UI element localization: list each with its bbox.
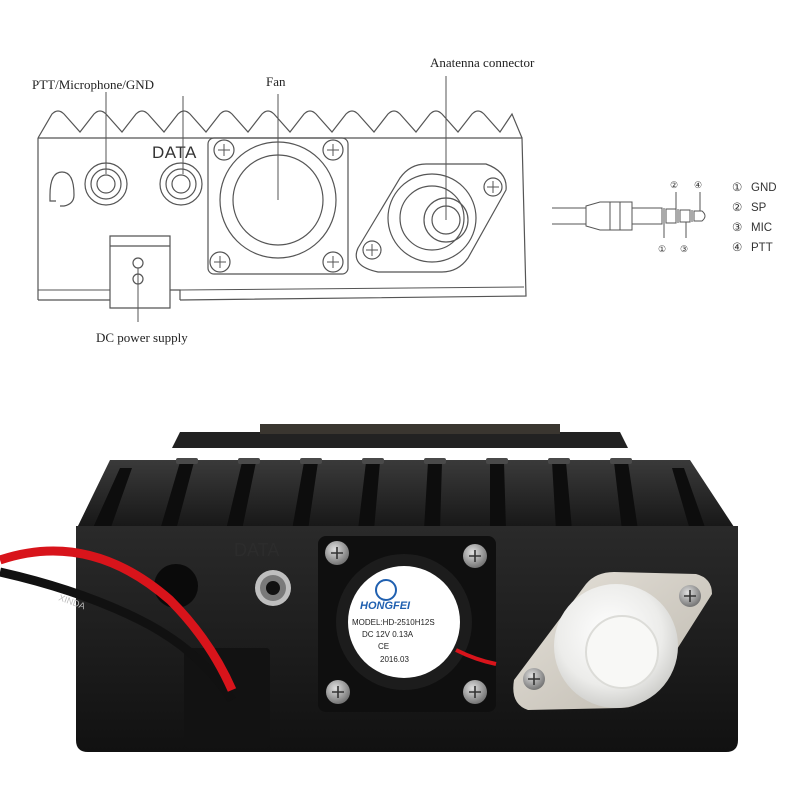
dc-power-drawing: [109, 235, 181, 309]
plug-ring2: [665, 208, 677, 224]
radio-top-rim: [172, 432, 628, 448]
fan-photo: HONGFEI MODEL:HD-2510H12S DC 12V 0.13A C…: [318, 536, 497, 712]
fan-ce-mark: CE: [378, 642, 389, 651]
heatsink-fins: [92, 462, 706, 530]
fan-screws-photo: [325, 541, 487, 704]
fan-brand: HONGFEI: [360, 600, 411, 612]
svg-text:MIC: MIC: [751, 222, 772, 234]
pinout-row: ③ MIC: [732, 222, 772, 234]
trrs-plug-drawing: ② ④ ① ③: [552, 180, 706, 254]
svg-text:④: ④: [732, 242, 742, 254]
pinout-legend: ① GND ② SP ③ MIC ④ PTT: [732, 182, 777, 254]
data-jack: [159, 162, 203, 206]
antenna-connector-label: Anatenna connector: [430, 55, 535, 70]
fan-label: Fan: [266, 74, 286, 89]
radio-photo: DATA HONGFEI MODEL:HD-2510H12S DC 12V 0.…: [0, 424, 738, 752]
red-cable: [0, 546, 237, 692]
data-emboss: DATA: [234, 540, 279, 560]
plug-cable: [552, 207, 586, 225]
headset-icon: [49, 171, 75, 207]
svg-text:②: ②: [732, 202, 742, 214]
fan-date: 2016.03: [380, 655, 409, 664]
plug-sleeve: [631, 207, 663, 225]
plug-tip: [693, 210, 706, 222]
pinout-row: ④ PTT: [732, 242, 773, 254]
pinout-row: ① GND: [732, 182, 777, 194]
svg-text:GND: GND: [751, 182, 777, 194]
data-port-label: DATA: [152, 143, 197, 162]
antenna-connector-photo: [513, 572, 712, 710]
svg-text:③: ③: [732, 222, 742, 234]
plug-callout-1: ①: [658, 244, 666, 254]
fan-screws: [209, 139, 344, 273]
chassis-lower-edge-2: [179, 286, 525, 291]
fan-drawing: [207, 137, 349, 275]
black-cable: [0, 567, 236, 703]
svg-text:SP: SP: [751, 202, 767, 214]
chassis-outline: [38, 137, 527, 301]
svg-text:①: ①: [732, 182, 742, 194]
fan-rating: DC 12V 0.13A: [362, 630, 414, 639]
antenna-connector-drawing: [355, 163, 507, 273]
plug-ring1: [679, 209, 691, 223]
heatsink-outline: [37, 110, 523, 139]
ptt-microphone-gnd-label: PTT/Microphone/GND: [32, 77, 154, 92]
svg-text:PTT: PTT: [751, 242, 773, 254]
fan-wire: [455, 648, 497, 666]
line-drawing: DATA: [32, 55, 535, 345]
plug-body: [585, 201, 633, 231]
pinout-row: ② SP: [732, 202, 767, 214]
plug-callout-3: ③: [680, 244, 688, 254]
plug-callout-4: ④: [694, 180, 702, 190]
data-jack-photo: [255, 570, 291, 606]
fan-logo-icon: [375, 579, 397, 601]
plug-callout-2: ②: [670, 180, 678, 190]
radio-top-panel: [260, 424, 560, 434]
dc-power-supply-label: DC power supply: [96, 330, 188, 345]
fan-model: MODEL:HD-2510H12S: [352, 618, 435, 627]
heatsink-fin-tops: [176, 458, 632, 464]
